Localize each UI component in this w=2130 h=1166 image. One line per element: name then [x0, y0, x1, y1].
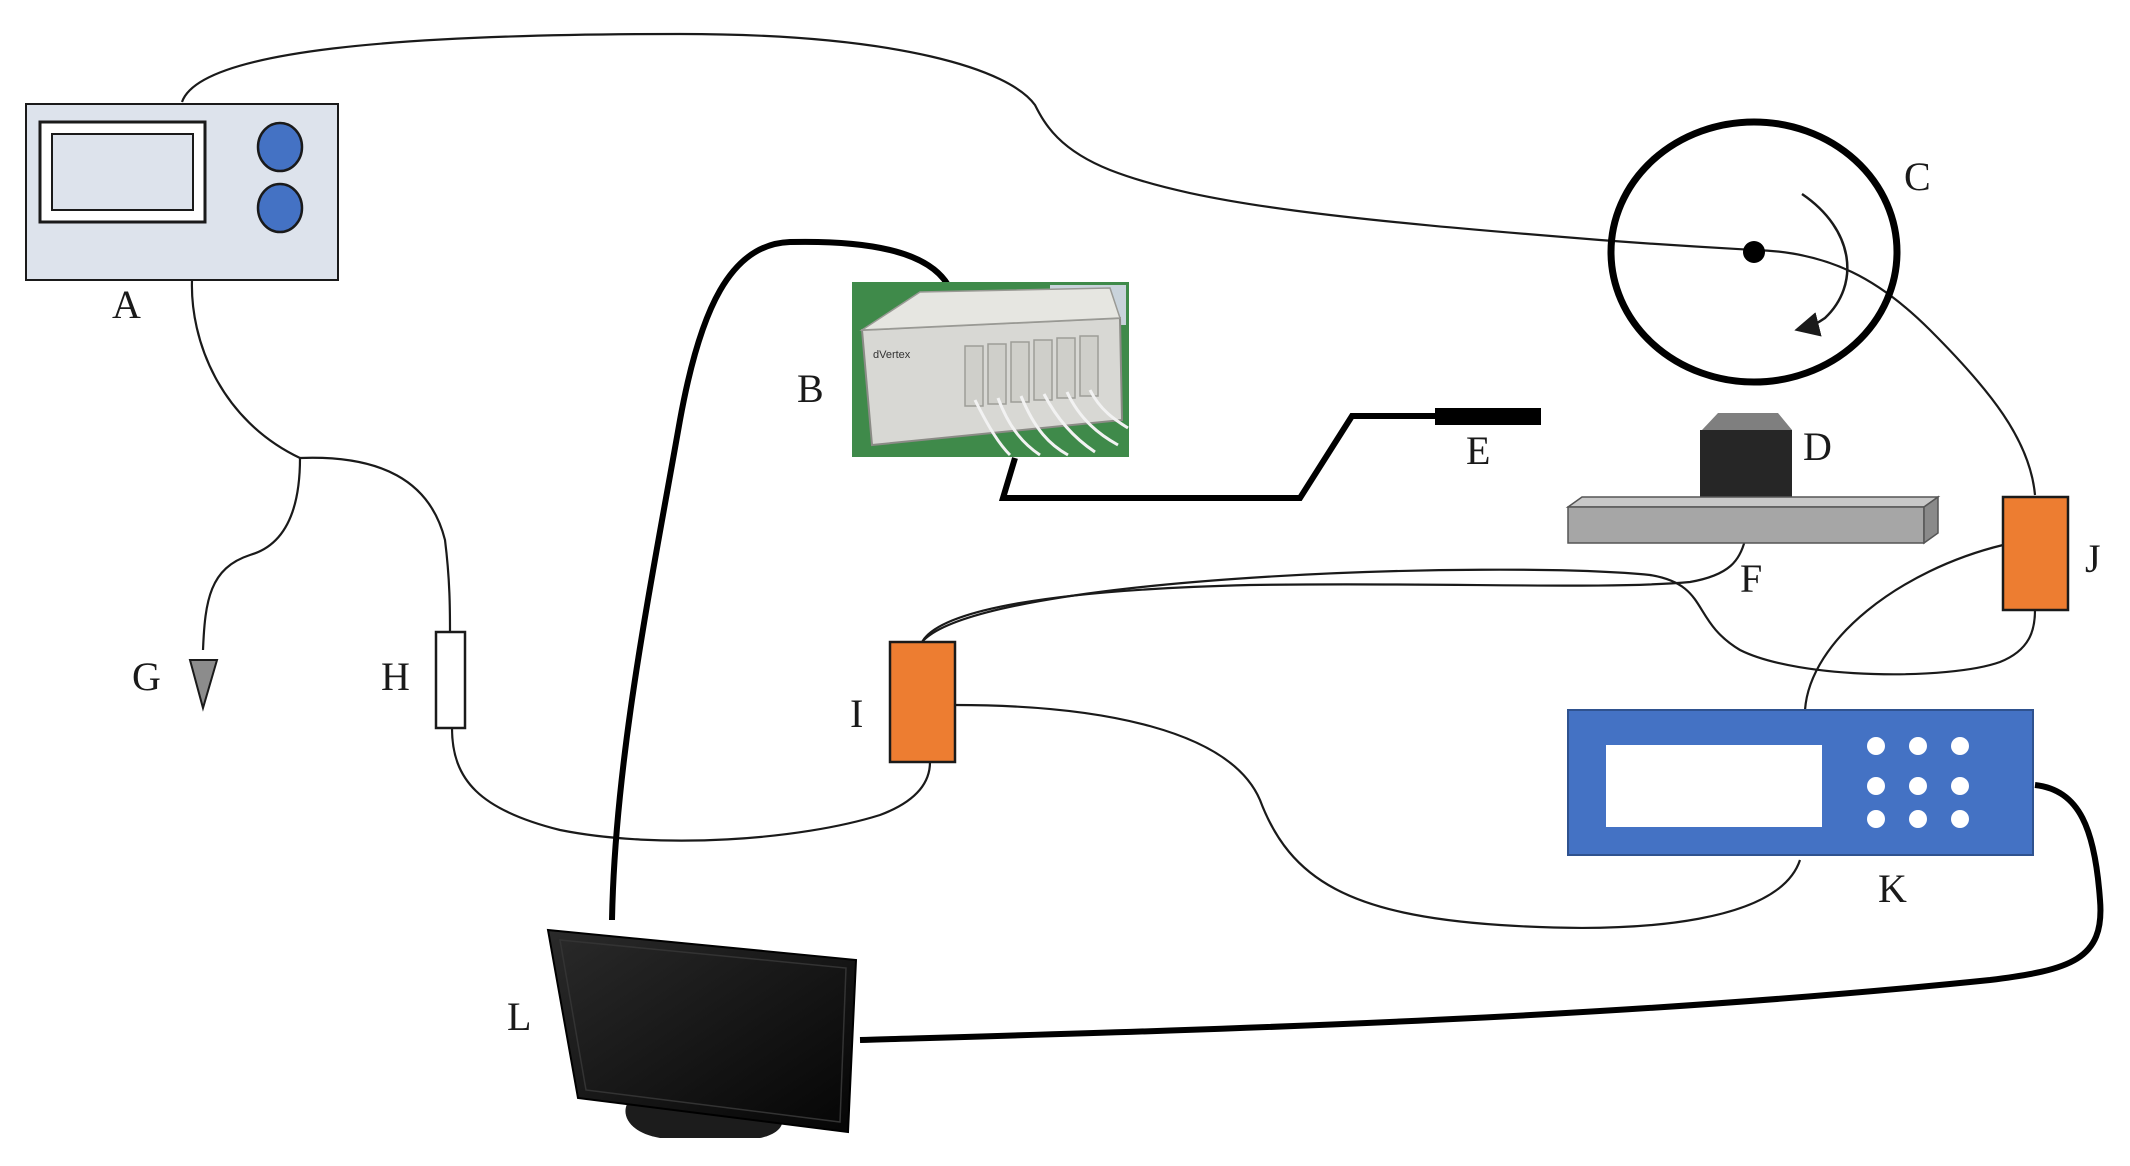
knob-bottom [256, 182, 304, 234]
device-a-panel [25, 103, 339, 281]
device-b-brand-text: dVertex [873, 349, 911, 361]
wire-a-to-junction [190, 279, 301, 459]
label-e: E [1466, 428, 1490, 473]
wheel-c-hub [1743, 241, 1765, 263]
label-k: K [1878, 866, 1907, 911]
connector-j [2001, 495, 2070, 612]
device-b-photo: dVertex [852, 282, 1129, 457]
label-d: D [1803, 424, 1832, 469]
connector-i [888, 640, 957, 764]
wire-junction-to-h [299, 456, 452, 633]
label-a: A [112, 282, 141, 327]
label-i: I [850, 691, 863, 736]
wire-i-to-j [921, 568, 2037, 676]
rail-f [1565, 495, 1941, 545]
device-b-channel-modules [964, 335, 1099, 407]
label-l: L [507, 994, 531, 1039]
controller-k-keypad [1867, 737, 1969, 828]
controller-k-screen [1606, 745, 1822, 827]
label-h: H [381, 654, 410, 699]
component-h [434, 630, 467, 730]
wire-i-to-k [954, 703, 1802, 929]
label-f: F [1740, 556, 1762, 601]
wheel-c [1607, 118, 1901, 386]
label-g: G [132, 654, 161, 699]
monitor-l-screen [546, 928, 858, 1134]
probe-e [1435, 408, 1541, 425]
ground-triangle-icon [188, 659, 219, 712]
wire-h-to-i [450, 727, 932, 842]
cable-b-to-e [998, 413, 1435, 501]
label-j: J [2085, 536, 2101, 581]
device-b-cables [973, 389, 1129, 457]
clockwise-arrow-icon [1794, 192, 1849, 337]
controller-k [1567, 709, 2034, 856]
monitor-l [546, 928, 858, 1138]
cable-b-to-l [609, 238, 951, 921]
label-c: C [1904, 154, 1931, 199]
wire-junction-to-g [201, 457, 302, 651]
cable-k-to-l [859, 782, 2104, 1043]
knob-top [256, 121, 304, 173]
wire-c-to-j [1754, 248, 2037, 496]
wire-i-to-f [921, 539, 1747, 643]
wire-a-to-c [180, 32, 1756, 252]
label-b: B [797, 366, 824, 411]
wire-j-to-k [1803, 543, 2004, 711]
stand-d [1700, 413, 1792, 500]
